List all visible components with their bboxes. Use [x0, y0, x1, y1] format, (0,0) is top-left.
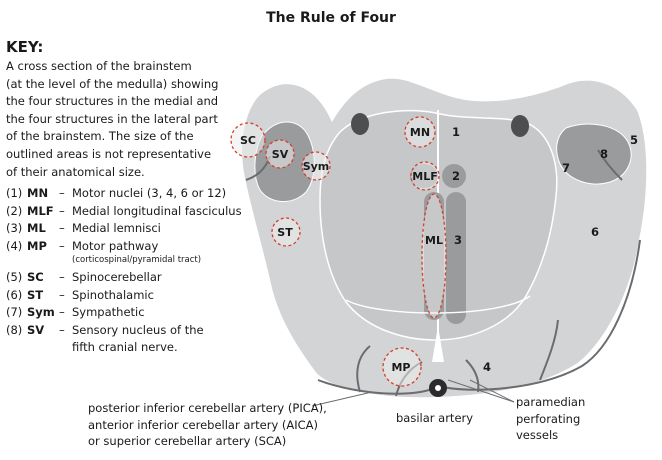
number-4: 4 — [483, 360, 491, 374]
sc-label: SC — [240, 134, 256, 147]
number-8: 8 — [600, 147, 608, 161]
legend-abbr: ML — [27, 221, 46, 235]
arteries-label-line: posterior inferior cerebellar artery (PI… — [88, 401, 327, 415]
leader-paramedian-1 — [469, 379, 515, 403]
legend-number: (5) — [6, 270, 23, 284]
number-6: 6 — [591, 225, 599, 239]
mn-label: MN — [410, 126, 430, 139]
leader-lines — [311, 379, 515, 407]
number-1: 1 — [452, 125, 460, 139]
sc-circle — [230, 122, 266, 158]
leader-paramedian-2 — [447, 379, 515, 403]
mp-label: MP — [391, 361, 410, 374]
paramedian-label-line: vessels — [516, 428, 559, 442]
legend-dash: – — [59, 238, 65, 253]
key-heading: KEY: — [6, 38, 44, 56]
legend-number: (1) — [6, 186, 23, 200]
ml-circle — [421, 193, 447, 319]
number-3: 3 — [454, 233, 462, 247]
legend-dash: – — [59, 305, 65, 319]
legend-text: Spinocerebellar — [72, 270, 162, 284]
number-5: 5 — [630, 133, 638, 147]
vessel-branch-lateral-right — [597, 149, 623, 181]
sym-circle — [301, 151, 331, 181]
ventral-notch — [432, 326, 444, 362]
key-description-line: of their anatomical size. — [6, 164, 145, 179]
sym-label: Sym — [303, 160, 330, 173]
legend-text: Motor nuclei (3, 4, 6 or 12) — [72, 186, 227, 200]
legend-text: Sympathetic — [72, 305, 145, 319]
key-description: A cross section of the brainstem (at the… — [6, 58, 256, 181]
mlf-label: MLF — [412, 170, 437, 183]
legend-text: Motor pathway — [72, 238, 159, 253]
legend-abbr: SC — [27, 270, 44, 284]
legend-dash: – — [59, 186, 65, 200]
dorsal-spot-right — [511, 115, 529, 137]
vessel-branch-right2 — [539, 319, 559, 381]
dorsal-spot-left — [351, 113, 369, 135]
arteries-label-line: anterior inferior cerebellar artery (AIC… — [88, 417, 319, 432]
number-7: 7 — [562, 161, 570, 175]
legend-number: (7) — [6, 305, 23, 319]
legend-text: Medial longitudinal fasciculus — [72, 203, 242, 218]
legend-dash: – — [59, 221, 65, 235]
ventral-arc — [345, 295, 531, 314]
structure-circles — [230, 116, 447, 387]
st-label: ST — [277, 226, 293, 239]
legend-text: fifth cranial nerve. — [72, 340, 178, 354]
legend-abbr: MLF — [27, 203, 54, 218]
legend-abbr: ST — [27, 287, 44, 302]
mp-circle — [382, 347, 422, 387]
legend-text: Sensory nucleus of the — [72, 322, 204, 337]
ml-column-right — [446, 192, 466, 324]
legend-abbr: MN — [27, 186, 49, 200]
leader-arteries — [311, 391, 373, 407]
key-description-line: (at the level of the medulla) showing — [6, 76, 219, 91]
legend-dash: – — [59, 322, 65, 337]
legend-number: (2) — [6, 203, 23, 218]
key-description-line: A cross section of the brainstem — [6, 59, 192, 73]
legend-abbr: SV — [27, 322, 45, 337]
vessel-branch-left — [356, 345, 371, 393]
key-description-line: the four structures in the lateral part — [6, 111, 218, 126]
st-circle — [271, 217, 301, 247]
key-description-line: of the brainstem. The size of the — [6, 129, 194, 144]
key-description-line: the four structures in the medial and — [6, 94, 219, 109]
legend-number: (3) — [6, 221, 23, 235]
mlf-circle — [410, 161, 440, 191]
sv-label: SV — [272, 148, 289, 161]
ml-label: ML — [425, 234, 443, 247]
legend-text: Medial lemnisci — [72, 221, 161, 235]
legend-abbr: Sym — [27, 305, 55, 319]
arteries-label: posterior inferior cerebellar artery (PI… — [88, 400, 327, 450]
legend-abbr: MP — [27, 238, 47, 253]
legend-dash: – — [59, 270, 65, 284]
legend-number: (6) — [6, 287, 23, 302]
basilar-artery-label: basilar artery — [396, 411, 474, 425]
legend-text: Spinothalamic — [72, 287, 154, 302]
key-description-line: outlined areas is not representative — [6, 146, 212, 161]
paramedian-label: paramedian perforating vessels — [516, 394, 585, 444]
paramedian-label-line: paramedian — [516, 395, 586, 409]
vessel-branch-right — [465, 359, 480, 393]
paramedian-label-line: perforating — [516, 411, 581, 426]
number-2: 2 — [452, 169, 460, 183]
sv-circle — [265, 139, 295, 169]
mn-circle — [404, 116, 436, 148]
mlf-region-right — [442, 164, 466, 188]
legend-dash: – — [59, 287, 65, 302]
arteries-label-line: or superior cerebellar artery (SCA) — [88, 434, 287, 448]
legend-number: (8) — [6, 322, 23, 337]
basilar-artery-core — [435, 385, 441, 391]
page-title: The Rule of Four — [266, 10, 396, 26]
legend-number: (4) — [6, 238, 23, 253]
legend-dash: – — [59, 203, 65, 218]
legend-subtext: (corticospinal/pyramidal tract) — [72, 255, 202, 265]
